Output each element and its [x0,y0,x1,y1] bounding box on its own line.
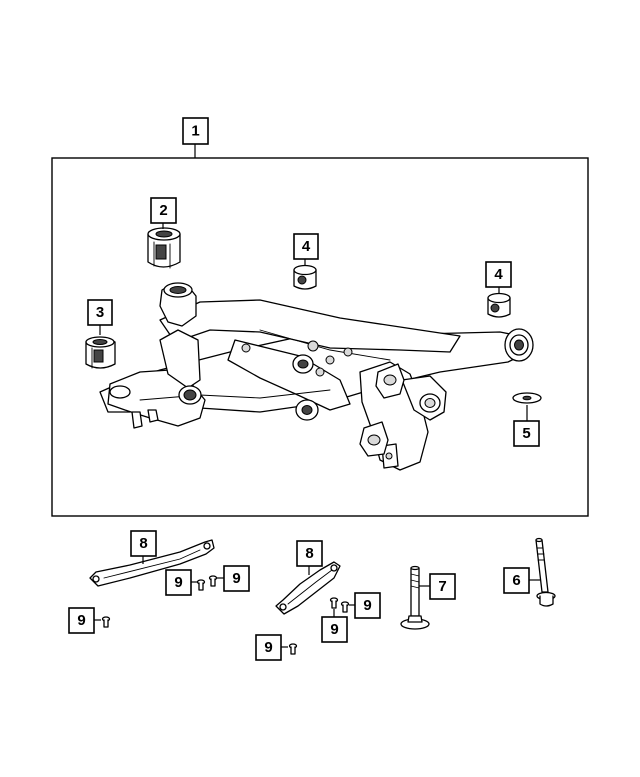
callout-9-d-label: 9 [363,597,371,614]
callout-8-left[interactable]: 8 [130,530,157,557]
washer-5 [512,392,542,404]
callout-9-d[interactable]: 9 [354,592,381,619]
bolt-9-d [340,601,350,613]
callout-9-c-label: 9 [77,612,85,629]
bushing-4-left [293,264,317,290]
callout-9-a-label: 9 [174,574,182,591]
callout-2[interactable]: 2 [150,197,177,224]
callout-3[interactable]: 3 [87,299,113,326]
bolt-6 [535,537,556,607]
bolt-7 [400,565,430,630]
bolt-9-f [288,643,298,655]
callout-9-a[interactable]: 9 [165,569,192,596]
callout-4-right[interactable]: 4 [485,261,512,288]
callout-1[interactable]: 1 [182,117,209,145]
bolt-9-b [208,575,218,587]
callout-8-right-label: 8 [305,545,313,562]
callout-9-f-label: 9 [264,639,272,656]
callout-6-label: 6 [512,572,520,589]
bushing-3 [85,336,116,369]
callout-8-right[interactable]: 8 [296,540,323,567]
bolt-9-e [329,597,339,609]
bolt-9-c [101,616,111,628]
bolt-9-a [196,579,206,591]
callout-9-f[interactable]: 9 [255,634,282,661]
callout-6[interactable]: 6 [503,567,530,594]
callout-9-e[interactable]: 9 [321,616,348,643]
callout-3-label: 3 [96,304,104,321]
callout-2-label: 2 [159,202,167,219]
callout-9-b[interactable]: 9 [223,565,250,592]
callout-5[interactable]: 5 [513,420,540,447]
crossmember [99,282,534,471]
callout-8-left-label: 8 [139,535,147,552]
bushing-4-right [487,292,511,318]
callout-7-label: 7 [438,578,446,595]
callout-9-b-label: 9 [232,570,240,587]
brace-8-left [89,539,215,587]
callout-4-left[interactable]: 4 [293,233,319,260]
callout-4-left-label: 4 [302,238,311,255]
callout-9-e-label: 9 [330,621,338,638]
bushing-2 [147,227,181,269]
assembly-frame [51,157,589,517]
callout-1-label: 1 [191,123,199,140]
brace-8-right [275,561,341,615]
callout-7[interactable]: 7 [429,573,456,600]
callout-4-right-label: 4 [494,266,503,283]
callout-9-c[interactable]: 9 [68,607,95,634]
callout-5-label: 5 [522,425,530,442]
